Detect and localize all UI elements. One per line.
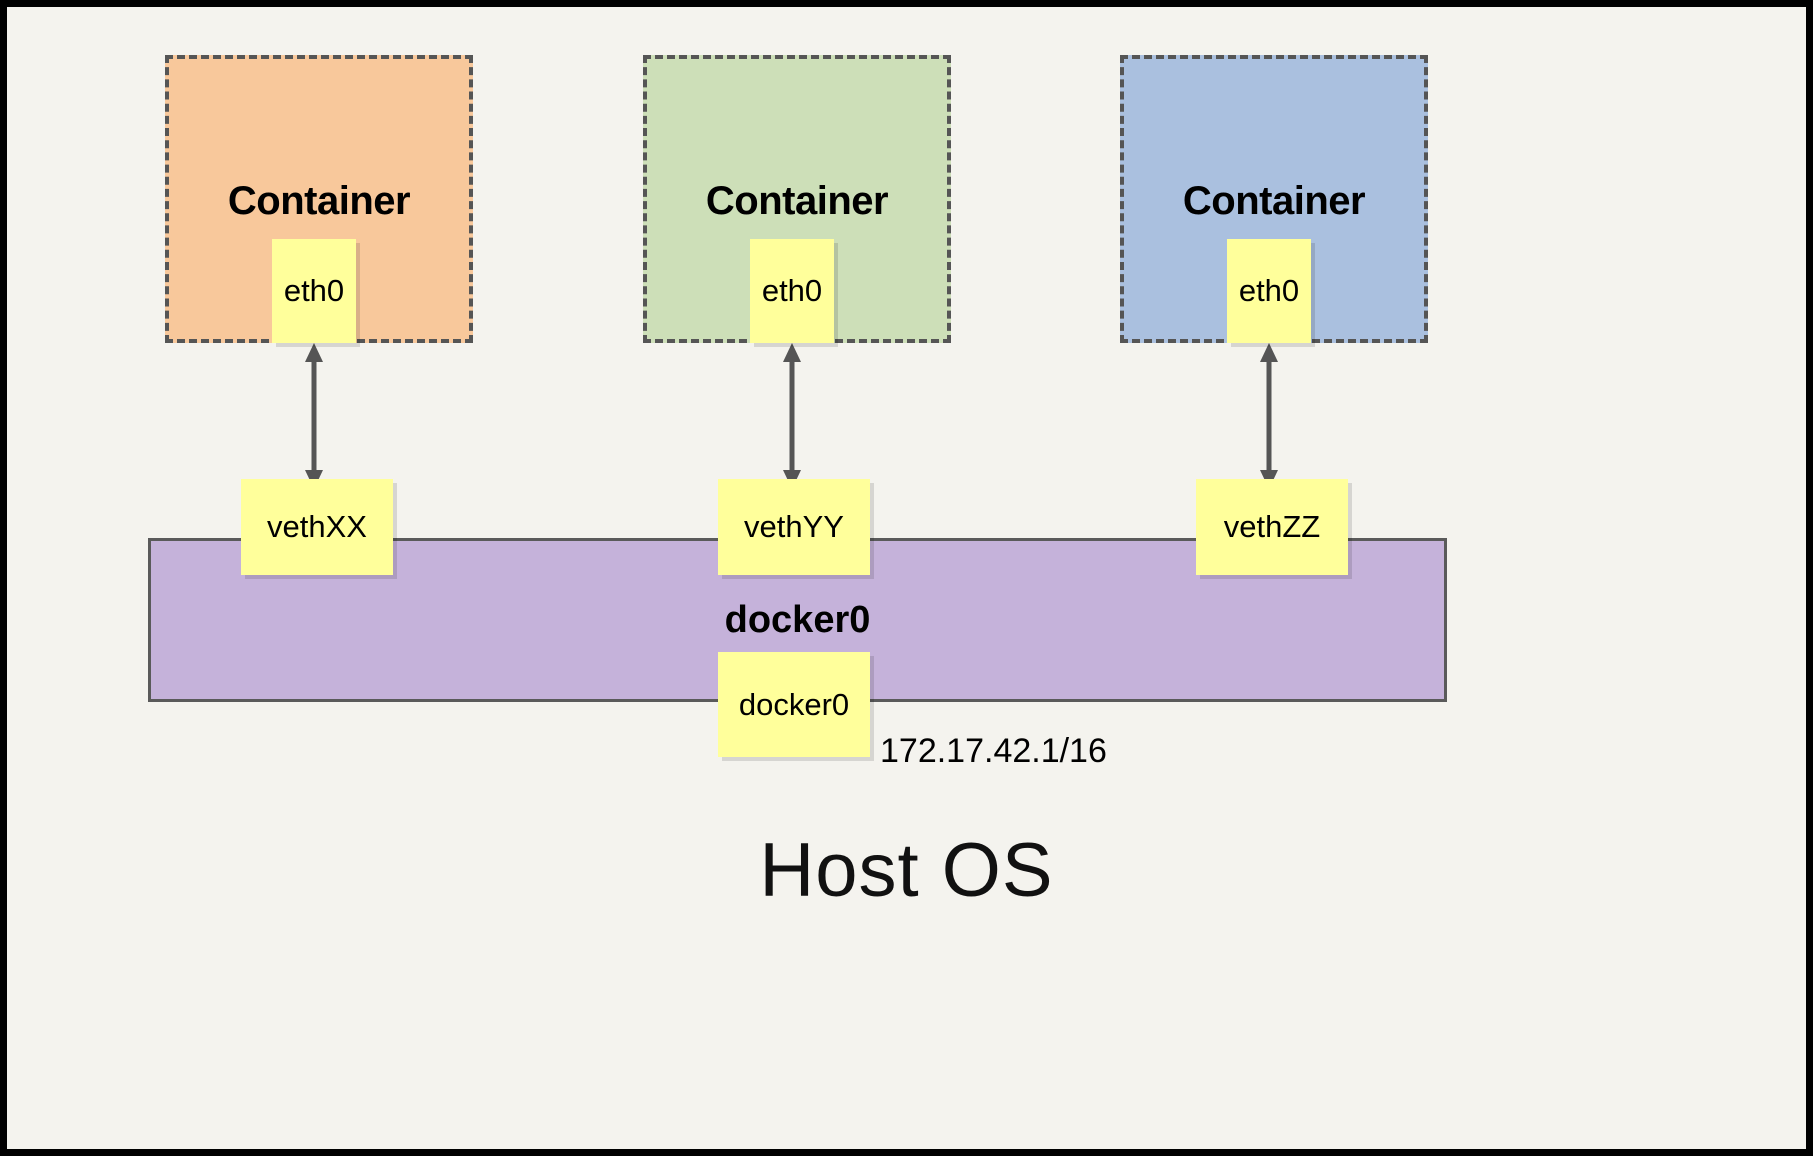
eth0-label-1: eth0	[283, 273, 345, 308]
veth-label-yy: vethYY	[744, 509, 844, 544]
eth0-label-3: eth0	[1238, 273, 1300, 308]
link-arrow-eth0-vethxx	[305, 343, 323, 489]
container-title-3: Container	[1182, 179, 1366, 223]
link-arrow-eth0-vethzz	[1260, 343, 1278, 489]
veth-box-xx[interactable]: vethXX	[241, 479, 393, 575]
veth-label-xx: vethXX	[267, 509, 367, 544]
container-title-1: Container	[227, 179, 411, 223]
veth-label-zz: vethZZ	[1223, 509, 1321, 544]
link-arrow-eth0-vethyy	[783, 343, 801, 489]
eth0-box-1[interactable]: eth0	[272, 239, 356, 343]
veth-box-zz[interactable]: vethZZ	[1196, 479, 1348, 575]
docker0-ip-label: 172.17.42.1/16	[880, 732, 1107, 770]
eth0-box-2[interactable]: eth0	[750, 239, 834, 343]
docker0-bridge-label: docker0	[724, 599, 871, 641]
eth0-box-3[interactable]: eth0	[1227, 239, 1311, 343]
container-title-2: Container	[705, 179, 889, 223]
veth-box-yy[interactable]: vethYY	[718, 479, 870, 575]
eth0-label-2: eth0	[761, 273, 823, 308]
host-os-label: Host OS	[759, 828, 1054, 913]
docker0-interface-box[interactable]: docker0	[718, 652, 870, 757]
docker0-interface-label: docker0	[738, 686, 850, 722]
